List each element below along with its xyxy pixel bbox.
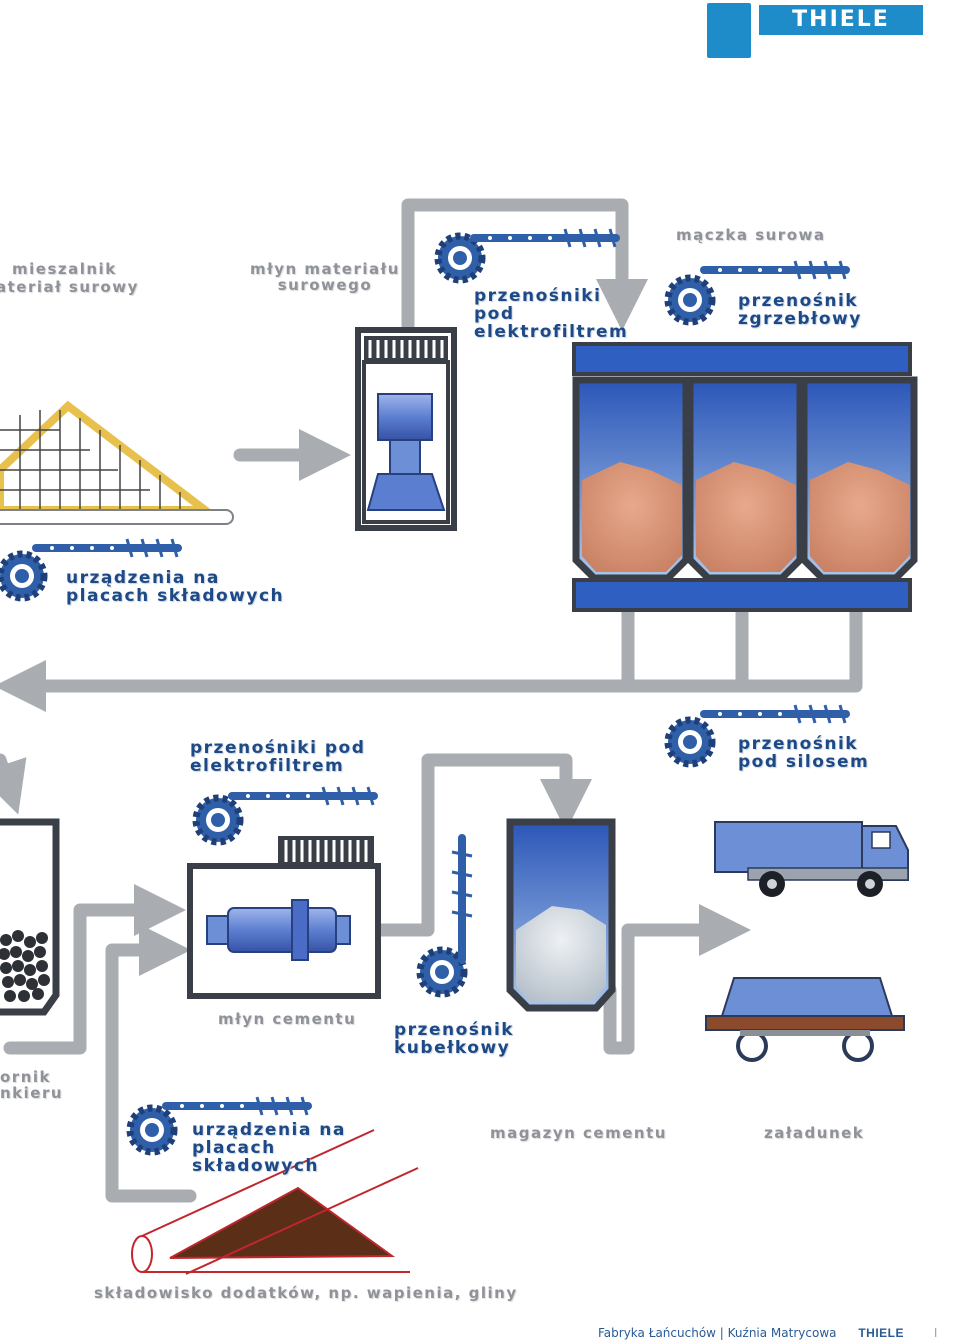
label-conveyors-filter-top-line1: przenośniki <box>474 286 602 306</box>
label-storage-devices-bottom-line1: urządzenia na <box>192 1120 346 1140</box>
label-additives-yard: składowisko dodatków, np. wapienia, glin… <box>94 1284 518 1302</box>
label-scraper-conveyor-line1: przenośnik <box>738 291 859 311</box>
label-storage-devices-top-line2: placach składowych <box>66 585 285 606</box>
raw-mill <box>355 327 457 531</box>
cement-mill <box>187 836 381 999</box>
flow-silo-to-loading <box>603 904 751 1055</box>
label-raw-meal-text: mączka surowa <box>676 226 826 244</box>
footer-separator: I <box>933 1326 938 1340</box>
flow-kiln-down <box>0 753 27 815</box>
flow-mill-to-silo <box>373 753 592 937</box>
label-cement-mill-text: młyn cementu <box>218 1010 357 1028</box>
thiele-logo: THIELE <box>707 3 923 58</box>
label-cement-storage: magazyn cementu <box>490 1124 667 1142</box>
cement-silo <box>506 818 616 1012</box>
label-conveyors-filter-top-line2: pod <box>474 303 515 324</box>
label-storage-devices-top: urządzenia na placach składowych <box>66 568 285 606</box>
page-footer: Fabryka Łańcuchów | Kuźnia Matrycowa THI… <box>598 1326 960 1340</box>
silo-2 <box>686 376 804 582</box>
label-clinker-line1: ornik <box>0 1068 51 1086</box>
mixing-bed-pile <box>0 400 234 525</box>
label-conveyors-filter-top-line3: elektrofiltrem <box>474 321 629 342</box>
label-bucket-conveyor: przenośnik kubełkowy <box>394 1020 515 1058</box>
label-conveyors-filter-mid-line2: elektrofiltrem <box>190 755 345 776</box>
conveyor-icon-bucket <box>420 834 473 994</box>
silo-3 <box>800 376 918 582</box>
label-cement-mill: młyn cementu <box>218 1010 357 1028</box>
label-storage-devices-top-line1: urządzenia na <box>66 568 220 588</box>
label-silo-conveyor-line2: pod silosem <box>738 751 870 772</box>
label-mixer-line1: mieszalnik <box>12 260 117 278</box>
label-mixer-2: ateriał surowy <box>0 278 139 296</box>
label-raw-meal: mączka surowa <box>676 226 826 244</box>
label-bucket-conveyor-line2: kubełkowy <box>394 1037 511 1058</box>
flow-silo-3-down <box>0 605 863 712</box>
label-conveyors-filter-mid: przenośniki pod elektrofiltrem <box>190 738 366 776</box>
label-loading: załadunek <box>764 1124 865 1142</box>
label-raw-mill-line2: surowego <box>277 275 373 294</box>
label-additives-yard-text: składowisko dodatków, np. wapienia, glin… <box>94 1284 518 1302</box>
footer-text: Fabryka Łańcuchów | Kuźnia Matrycowa <box>598 1326 837 1340</box>
label-clinker-line2: nkieru <box>0 1083 64 1102</box>
thiele-emblem-icon <box>707 3 751 58</box>
logo-wordmark: THIELE <box>759 5 923 35</box>
label-mixer: mieszalnik <box>12 260 117 278</box>
label-raw-mill: młyn materiału surowego <box>250 260 400 294</box>
label-silo-conveyor: przenośnik pod silosem <box>738 734 870 772</box>
label-scraper-conveyor: przenośnik zgrzebłowy <box>738 291 862 329</box>
silo-1 <box>572 376 690 582</box>
footer-brand: THIELE <box>858 1326 904 1340</box>
rail-wagon <box>705 977 905 1062</box>
truck <box>714 821 909 897</box>
conveyor-icon-filter-top <box>438 227 622 280</box>
label-storage-devices-bottom: urządzenia na placach składowych <box>192 1120 346 1176</box>
label-silo-conveyor-line1: przenośnik <box>738 734 859 754</box>
flow-raw-mill-to-silos <box>401 198 648 337</box>
label-storage-devices-bottom-line2: placach <box>192 1137 276 1158</box>
flow-additives-to-mill <box>105 924 197 1203</box>
label-storage-devices-bottom-line3: składowych <box>192 1155 320 1176</box>
label-conveyors-filter-mid-line1: przenośniki pod <box>190 738 366 758</box>
label-clinker: ornik nkieru <box>0 1068 64 1102</box>
label-bucket-conveyor-line1: przenośnik <box>394 1020 515 1040</box>
label-conveyors-filter-top: przenośniki pod elektrofiltrem <box>474 286 629 342</box>
raw-meal-silos <box>572 342 918 612</box>
conveyor-icon-filter-mid <box>196 785 380 842</box>
label-mixer-line2: ateriał surowy <box>0 278 139 296</box>
clinker-cooler <box>0 818 60 1016</box>
flow-lines <box>0 198 863 1203</box>
label-raw-mill-line1: młyn materiału <box>250 260 400 278</box>
label-loading-text: załadunek <box>764 1124 865 1142</box>
additives-stockpile <box>131 1129 419 1275</box>
label-scraper-conveyor-line2: zgrzebłowy <box>738 308 862 329</box>
flow-clinker-to-mill <box>3 884 186 1055</box>
label-cement-storage-text: magazyn cementu <box>490 1124 667 1142</box>
